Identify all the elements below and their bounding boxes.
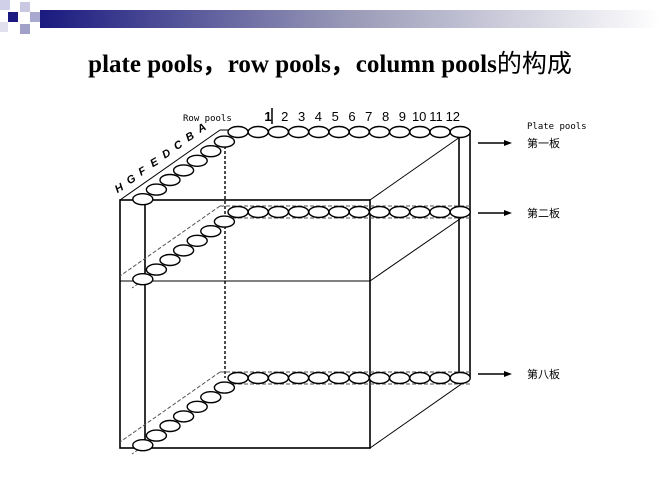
well bbox=[145, 183, 168, 196]
column-number: 7 bbox=[365, 109, 372, 124]
well bbox=[267, 205, 290, 219]
top-right-edge bbox=[369, 129, 471, 201]
cube-front-face bbox=[119, 199, 371, 449]
well bbox=[388, 125, 411, 139]
plate-label: 第二板 bbox=[527, 206, 560, 220]
row-letter: H bbox=[113, 181, 127, 196]
well bbox=[159, 173, 181, 187]
well bbox=[308, 125, 330, 139]
row-letter: D bbox=[160, 147, 173, 161]
plate-label: 第一板 bbox=[527, 136, 560, 150]
well bbox=[213, 215, 236, 228]
plate-arrow-2: 第二板 bbox=[478, 206, 560, 220]
well bbox=[267, 371, 290, 385]
well bbox=[172, 244, 195, 257]
well bbox=[368, 371, 391, 385]
well bbox=[186, 400, 208, 413]
well bbox=[132, 273, 154, 286]
well bbox=[213, 135, 236, 148]
row-letter: C bbox=[172, 138, 186, 153]
row-pools-label: Row pools bbox=[183, 114, 232, 124]
well bbox=[247, 205, 269, 219]
well bbox=[172, 164, 195, 177]
well bbox=[132, 192, 154, 206]
well bbox=[247, 125, 269, 139]
plate-1-wells bbox=[132, 125, 471, 206]
bottom-right-edge bbox=[369, 377, 471, 449]
column-number: 11 bbox=[429, 109, 443, 124]
well bbox=[368, 205, 391, 219]
well bbox=[159, 253, 181, 267]
well bbox=[308, 205, 330, 219]
well bbox=[186, 154, 208, 168]
well bbox=[287, 205, 310, 219]
column-number: 9 bbox=[399, 109, 406, 124]
well bbox=[449, 371, 471, 385]
top-left-edge bbox=[119, 129, 221, 201]
well bbox=[159, 419, 181, 433]
arrow-head-icon bbox=[504, 210, 512, 216]
well bbox=[348, 125, 370, 139]
well bbox=[287, 371, 310, 385]
well bbox=[247, 371, 269, 385]
row-letter: G bbox=[125, 172, 139, 187]
well bbox=[132, 439, 154, 452]
well bbox=[449, 205, 471, 219]
column-number: 5 bbox=[332, 109, 339, 124]
well bbox=[368, 125, 391, 139]
well bbox=[200, 391, 222, 404]
well bbox=[328, 205, 350, 219]
row-letter: B bbox=[184, 130, 197, 144]
well bbox=[449, 125, 471, 139]
plate-label: 第八板 bbox=[527, 367, 560, 381]
plate-2-wells bbox=[119, 205, 471, 289]
column-number: 10 bbox=[412, 109, 426, 124]
well bbox=[429, 125, 451, 139]
arrow-head-icon bbox=[504, 371, 512, 377]
well bbox=[308, 371, 330, 385]
slide-title: plate pools，row pools，column pools的构成 bbox=[0, 44, 660, 80]
well bbox=[287, 125, 310, 139]
well bbox=[145, 429, 168, 442]
well bbox=[200, 144, 222, 158]
column-number: 8 bbox=[382, 109, 389, 124]
well bbox=[172, 410, 195, 423]
row-letter: F bbox=[137, 165, 149, 179]
column-number: 6 bbox=[348, 109, 355, 124]
well bbox=[227, 125, 249, 139]
well bbox=[388, 205, 411, 219]
column-number: 2 bbox=[281, 109, 288, 124]
well bbox=[200, 224, 222, 238]
well bbox=[186, 234, 208, 248]
row-letter: E bbox=[148, 156, 161, 170]
well bbox=[409, 205, 431, 219]
column-number: 3 bbox=[298, 109, 305, 124]
plate-pools-label: Plate pools bbox=[527, 122, 587, 132]
well bbox=[388, 371, 411, 385]
well bbox=[227, 205, 249, 219]
well bbox=[409, 371, 431, 385]
column-number: 12 bbox=[446, 109, 460, 124]
well bbox=[348, 371, 370, 385]
title-chinese: 的构成 bbox=[496, 51, 572, 78]
well bbox=[227, 371, 249, 385]
well bbox=[348, 205, 370, 219]
well bbox=[267, 125, 290, 139]
well bbox=[409, 125, 431, 139]
arrow-head-icon bbox=[504, 140, 512, 146]
column-number: 4 bbox=[315, 109, 322, 124]
column-number: 1 bbox=[264, 109, 271, 124]
plate-8-wells bbox=[119, 371, 471, 455]
well bbox=[429, 205, 451, 219]
well bbox=[328, 125, 350, 139]
title-latin: plate pools，row pools，column pools bbox=[88, 51, 497, 78]
well bbox=[429, 371, 451, 385]
well bbox=[328, 371, 350, 385]
slide-header-decoration bbox=[0, 0, 660, 34]
plate-arrow-1: 第一板 bbox=[478, 136, 560, 150]
middle-right-edge bbox=[369, 211, 471, 282]
well bbox=[145, 263, 168, 276]
plate-arrow-3: 第八板 bbox=[478, 367, 560, 381]
well bbox=[213, 381, 236, 394]
